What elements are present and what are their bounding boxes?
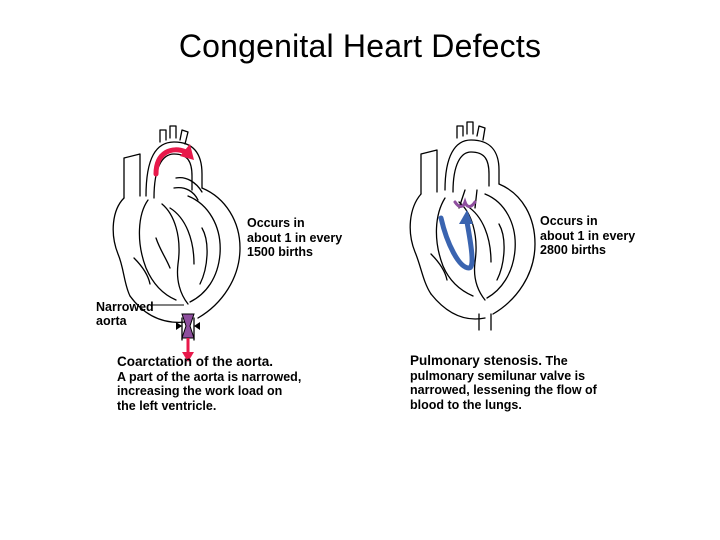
pulmonary-stenosis-heart-illustration bbox=[409, 121, 536, 331]
narrowed-aorta-pointer bbox=[150, 304, 184, 306]
slide-title: Congenital Heart Defects bbox=[178, 28, 542, 64]
pulmonary-stenosis-caption: Pulmonary stenosis. The pulmonary semilu… bbox=[410, 353, 597, 412]
coarctation-caption: Coarctation of the aorta. A part of the … bbox=[117, 354, 302, 413]
coarctation-heart-illustration bbox=[112, 125, 241, 362]
coarctation-caption-title: Coarctation of the aorta. bbox=[117, 354, 274, 369]
pulmonary-stenosis-caption-title: Pulmonary stenosis. bbox=[410, 353, 543, 368]
pulmonary-stenosis-incidence-note: Occurs in about 1 in every 2800 births bbox=[540, 214, 636, 257]
coarctation-incidence-note: Occurs in about 1 in every 1500 births bbox=[247, 216, 343, 259]
narrowed-aorta-label: Narrowed aorta bbox=[96, 300, 154, 328]
